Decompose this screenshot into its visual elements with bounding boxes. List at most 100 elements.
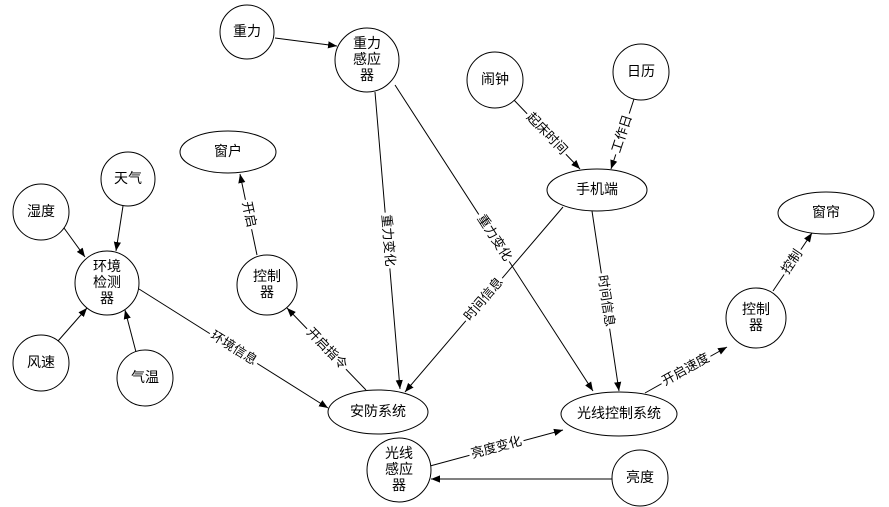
node-shape: [546, 168, 648, 212]
node-shape: [725, 287, 787, 349]
edge-line: [274, 37, 338, 49]
edge-label-group: 环境信息: [205, 326, 262, 371]
node-shape: [777, 191, 875, 235]
node-temperature[interactable]: 气温: [116, 349, 174, 407]
node-shape: [334, 27, 400, 93]
edge-label-group: 开启: [237, 198, 260, 231]
node-label: 日历: [627, 64, 655, 80]
edge-line: [113, 205, 124, 252]
edge-line: [63, 227, 86, 258]
node-security[interactable]: 安防系统: [327, 389, 429, 435]
node-label: 亮度: [626, 469, 654, 486]
edge-light_sensor-to-light_control: 亮度变化: [429, 428, 564, 467]
node-brightness[interactable]: 亮度: [611, 449, 669, 507]
node-gravity[interactable]: 重力: [219, 4, 275, 60]
node-phone[interactable]: 手机端: [546, 168, 648, 212]
node-label: 窗帘: [812, 204, 840, 221]
edge-label: 环境信息: [207, 327, 260, 368]
edge-phone-to-light_control: 时间信息: [591, 210, 622, 392]
node-label: 安防系统: [350, 404, 406, 420]
node-shape: [179, 130, 277, 174]
edge-humidity-to-env_detector: [63, 227, 86, 258]
edge-calendar-to-phone: 工作日: [608, 98, 637, 170]
node-label: 感应: [353, 51, 381, 68]
node-label: 气温: [131, 370, 159, 386]
edge-label-bg: [521, 108, 572, 160]
node-shape: [100, 151, 156, 207]
edge-label-bg: [777, 245, 808, 279]
edge-label-bg: [459, 273, 509, 326]
node-shape: [236, 254, 298, 316]
edge-label-group: 开启速度: [657, 349, 715, 391]
edge-label-bg: [593, 272, 618, 330]
edge-label: 亮度变化: [469, 433, 523, 462]
node-controller-b[interactable]: 控制器: [725, 287, 787, 349]
edge-label-bg: [237, 198, 260, 231]
node-calendar[interactable]: 日历: [612, 43, 670, 101]
edge-label-bg: [377, 211, 398, 270]
edge-controller_b-to-curtain: 控制: [772, 232, 813, 292]
node-shape: [12, 183, 70, 241]
node-shape: [12, 334, 70, 392]
node-label: 器: [749, 318, 763, 334]
node-light-control[interactable]: 光线控制系统: [560, 391, 678, 437]
edge-label-group: 重力变化: [472, 210, 516, 266]
node-shape: [560, 391, 678, 437]
edge-label-bg: [205, 326, 262, 371]
node-label: 天气: [114, 171, 142, 187]
edge-label-group: 重力变化: [377, 211, 398, 270]
node-alarm[interactable]: 闹钟: [466, 51, 524, 109]
edge-gravity_sensor-to-light_control: 重力变化: [394, 84, 594, 392]
node-label: 窗户: [214, 143, 242, 160]
edge-label-group: 时间信息: [593, 272, 618, 330]
node-controller-a[interactable]: 控制器: [236, 254, 298, 316]
edge-label: 重力变化: [378, 214, 398, 267]
edge-label-group: 时间信息: [459, 273, 509, 326]
edge-label-bg: [301, 323, 352, 375]
node-label: 检测: [93, 275, 121, 291]
edge-light_control-to-controller_b: 开启速度: [644, 346, 728, 394]
node-label: 重力: [353, 36, 381, 52]
edge-label: 开启指令: [303, 325, 350, 373]
edge-label: 时间信息: [461, 274, 507, 324]
edge-line: [57, 307, 88, 342]
edge-alarm-to-phone: 起床时间: [512, 98, 581, 170]
edge-label-bg: [608, 111, 637, 157]
node-label: 光线控制系统: [577, 406, 661, 422]
node-label: 控制: [742, 302, 770, 318]
edge-weather-to-env_detector: [113, 205, 124, 252]
node-label: 器: [392, 478, 406, 494]
edge-label: 时间信息: [594, 274, 618, 328]
node-window[interactable]: 窗户: [179, 130, 277, 174]
node-label: 器: [360, 68, 374, 84]
node-label: 手机端: [576, 182, 618, 198]
edge-label-group: 开启指令: [301, 323, 352, 375]
edge-wind_speed-to-env_detector: [57, 307, 88, 342]
edge-gravity_sensor-to-security: 重力变化: [374, 91, 403, 390]
edge-label-group: 工作日: [608, 111, 637, 157]
node-humidity[interactable]: 湿度: [12, 183, 70, 241]
edge-label: 开启: [238, 200, 258, 229]
node-wind-speed[interactable]: 风速: [12, 334, 70, 392]
node-shape: [611, 449, 669, 507]
node-label: 器: [100, 291, 114, 307]
node-label: 感应: [385, 461, 413, 478]
node-weather[interactable]: 天气: [100, 151, 156, 207]
node-label: 湿度: [27, 204, 55, 220]
node-curtain[interactable]: 窗帘: [777, 191, 875, 235]
edge-label-bg: [467, 432, 526, 464]
node-shape: [327, 389, 429, 435]
edge-line: [123, 309, 137, 353]
nodes-layer: 重力重力感应器闹钟日历窗户手机端窗帘天气湿度环境检测器控制器控制器风速气温安防系…: [12, 4, 875, 507]
edge-label-group: 起床时间: [521, 108, 572, 160]
edge-label: 开启速度: [659, 350, 712, 389]
edge-gravity-to-gravity_sensor: [274, 37, 338, 49]
edge-label-bg: [657, 349, 715, 391]
node-label: 闹钟: [481, 71, 509, 88]
edge-label: 起床时间: [523, 110, 570, 158]
